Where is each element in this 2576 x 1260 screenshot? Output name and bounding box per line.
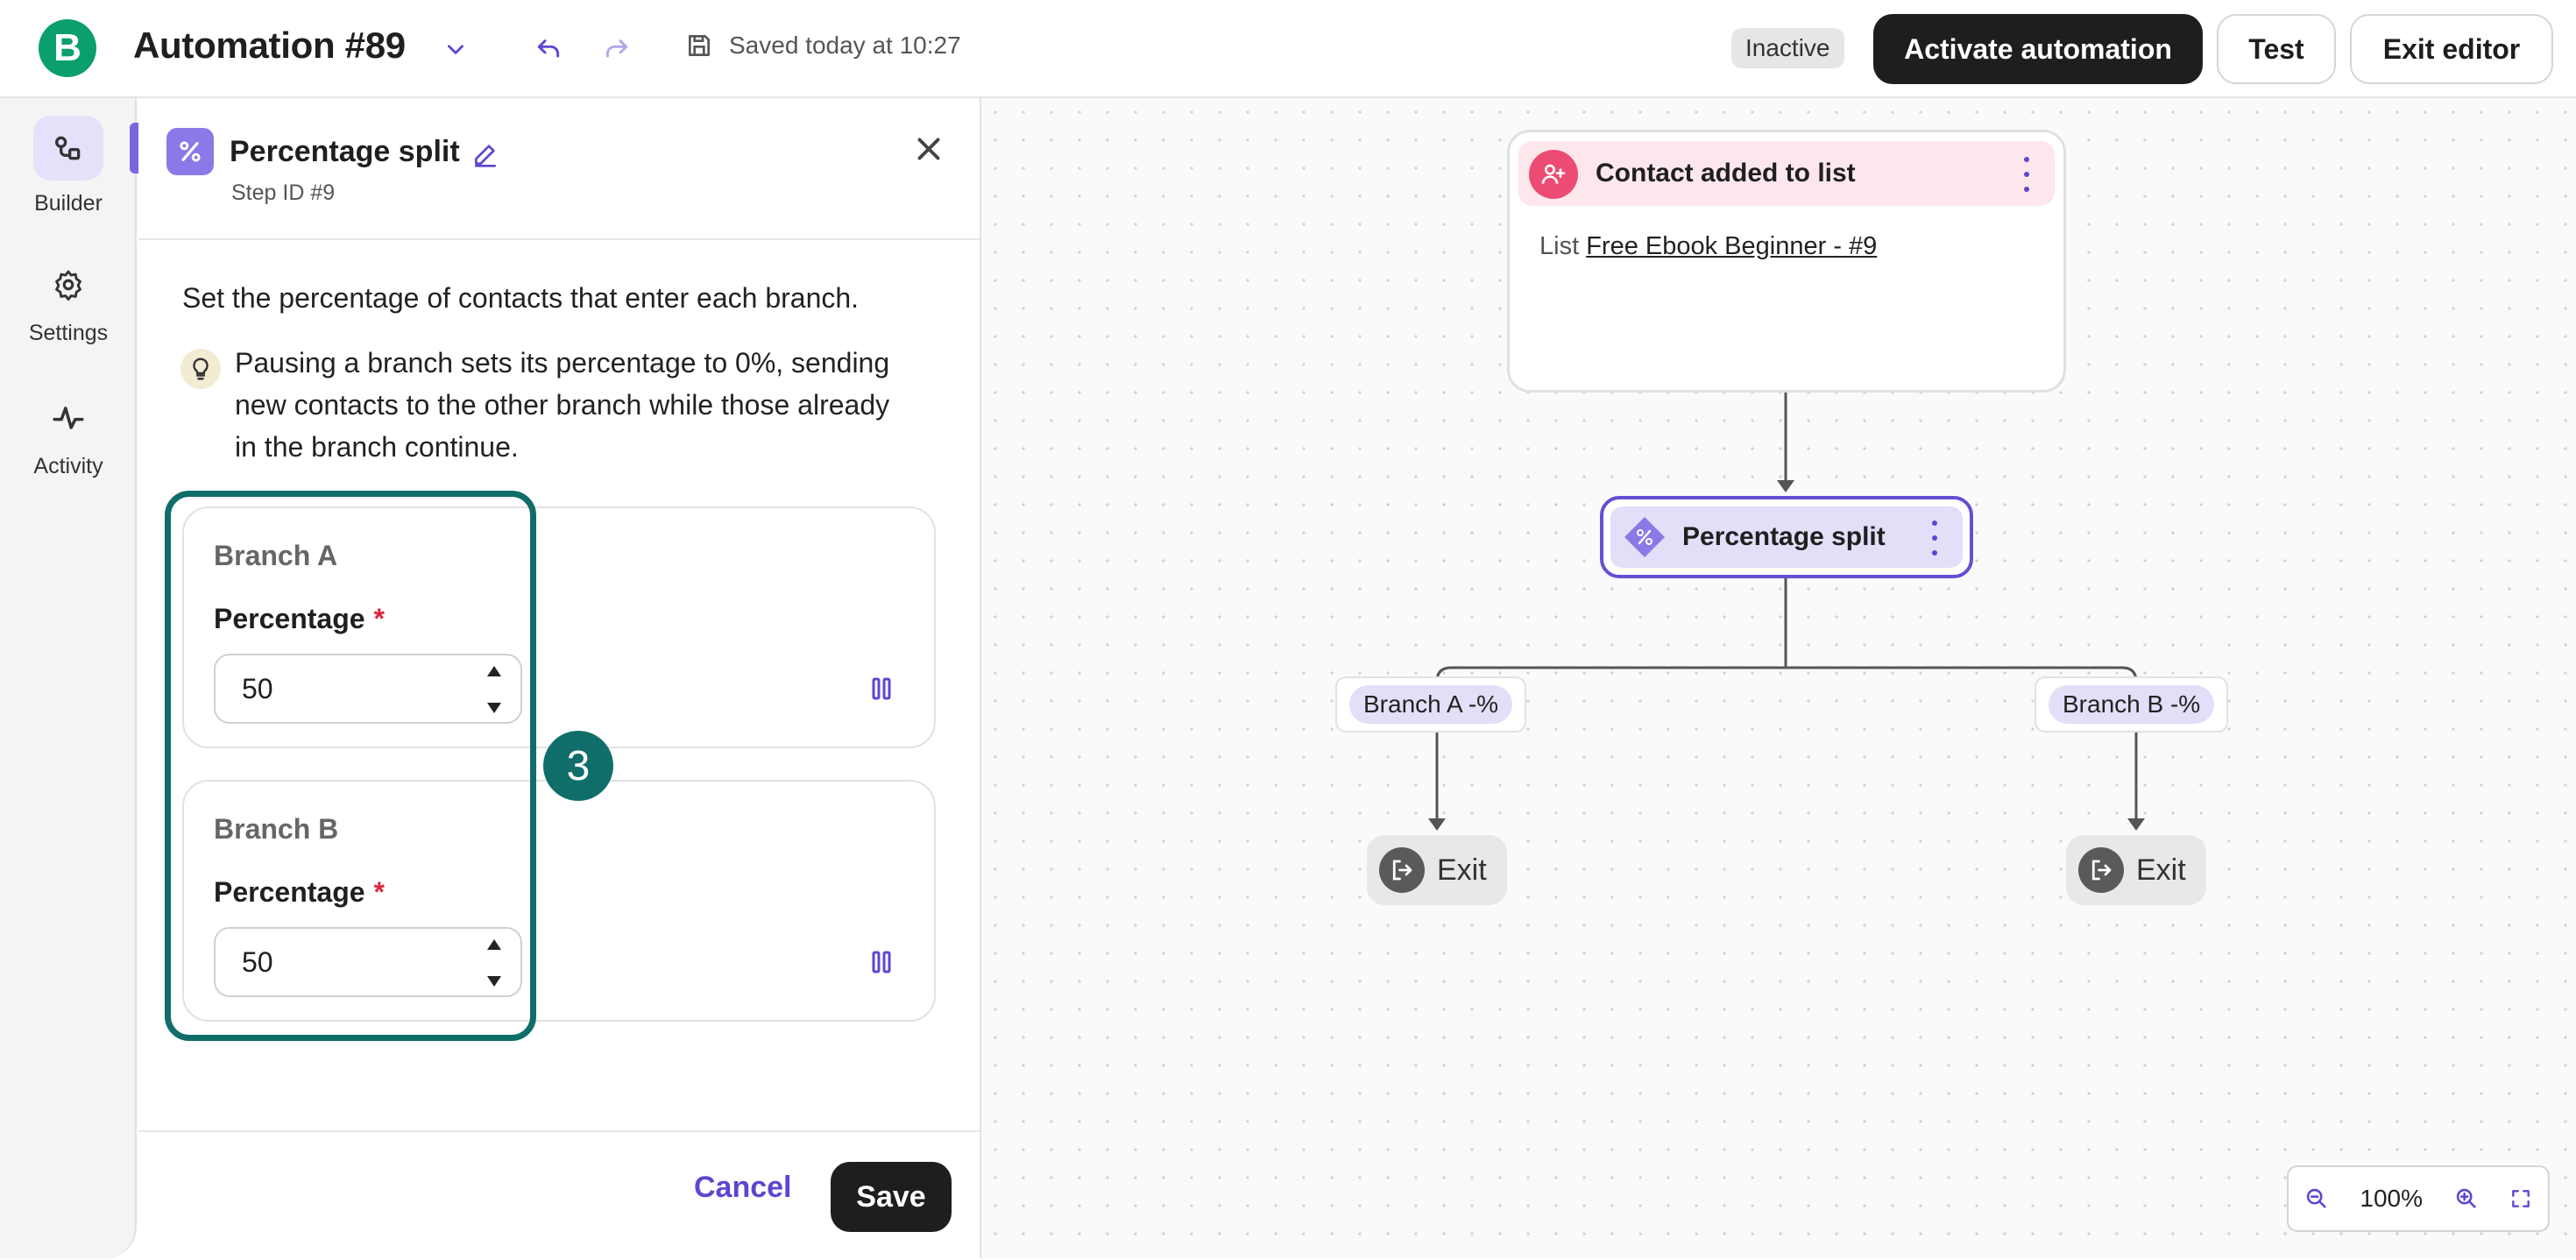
top-bar: B Automation #89 Saved today at 10:27 In…: [0, 0, 2576, 98]
branch-tag-label: Branch B -%: [2049, 685, 2215, 724]
percentage-value: 50: [242, 672, 273, 704]
branch-card-a: Branch A Percentage * 50: [182, 506, 936, 748]
lightbulb-icon: [180, 349, 221, 389]
split-node-body: Percentage split: [1610, 506, 1963, 568]
split-menu-icon[interactable]: [1926, 520, 1943, 556]
exit-node-a[interactable]: Exit: [1367, 835, 1507, 905]
pause-icon: [872, 677, 891, 700]
required-mark: *: [373, 603, 385, 634]
branch-card-b: Branch B Percentage* 50: [182, 780, 936, 1022]
chevron-down-icon: [448, 45, 464, 54]
trigger-list-line: List Free Ebook Beginner - #9: [1539, 232, 1877, 261]
branch-tag-label: Branch A -%: [1349, 685, 1513, 724]
exit-icon: [2078, 847, 2124, 893]
percentage-label-text: Percentage: [214, 603, 365, 634]
panel-header: Percentage split Step ID #9: [138, 98, 980, 240]
branch-tag-b[interactable]: Branch B -%: [2035, 676, 2229, 733]
percentage-input-a[interactable]: 50: [214, 654, 522, 724]
rail-item-settings[interactable]: Settings: [0, 252, 137, 346]
panel-title: Percentage split: [230, 135, 460, 168]
floppy-disk-icon: [689, 35, 710, 56]
list-prefix: List: [1539, 232, 1580, 260]
close-panel-button[interactable]: [906, 126, 952, 172]
gear-icon: [33, 252, 103, 317]
pause-tip: Pausing a branch sets its percentage to …: [180, 347, 916, 468]
zoom-level: 100%: [2360, 1185, 2424, 1212]
rail-label-builder: Builder: [34, 191, 103, 216]
save-button[interactable]: Save: [831, 1162, 952, 1232]
activate-automation-button[interactable]: Activate automation: [1873, 14, 2203, 84]
decrement-arrow-icon[interactable]: [485, 701, 503, 715]
step-id: Step ID #9: [231, 181, 336, 205]
panel-intro-text: Set the percentage of contacts that ente…: [182, 282, 860, 314]
left-rail: Builder Settings Activity: [0, 98, 138, 1258]
zoom-in-icon[interactable]: [2454, 1186, 2479, 1211]
rail-label-activity: Activity: [33, 454, 103, 478]
saved-text: Saved today at 10:27: [729, 32, 961, 59]
tip-text: Pausing a branch sets its percentage to …: [235, 347, 890, 463]
title-dropdown-button[interactable]: [438, 32, 473, 67]
panel-footer: Cancel Save: [138, 1130, 980, 1260]
percentage-label: Percentage*: [214, 876, 385, 909]
trigger-title: Contact added to list: [1596, 159, 1856, 188]
exit-icon: [1379, 847, 1425, 893]
close-icon: [917, 138, 940, 160]
percentage-diamond-icon: [1624, 517, 1665, 557]
decrement-arrow-icon[interactable]: [485, 974, 503, 988]
redo-button[interactable]: [598, 30, 636, 68]
exit-node-b[interactable]: Exit: [2066, 835, 2206, 905]
trigger-node-header: Contact added to list: [1518, 141, 2055, 206]
test-button[interactable]: Test: [2217, 14, 2336, 84]
trigger-menu-icon[interactable]: [2018, 157, 2035, 192]
edit-title-button[interactable]: [466, 135, 505, 173]
automation-title[interactable]: Automation #89: [133, 25, 406, 66]
step-settings-panel: Percentage split Step ID #9 Set the perc…: [138, 98, 981, 1258]
status-badge: Inactive: [1731, 28, 1844, 68]
builder-icon: [33, 116, 103, 181]
rail-label-settings: Settings: [28, 321, 109, 345]
number-stepper[interactable]: [482, 938, 506, 988]
percentage-split-node[interactable]: Percentage split: [1600, 496, 1973, 578]
split-node-title: Percentage split: [1682, 522, 1886, 551]
increment-arrow-icon[interactable]: [485, 664, 503, 678]
pause-icon: [872, 951, 891, 973]
required-mark: *: [373, 876, 385, 908]
increment-arrow-icon[interactable]: [485, 938, 503, 952]
rail-item-activity[interactable]: Activity: [0, 386, 137, 479]
percentage-label: Percentage *: [214, 603, 385, 635]
branch-name: Branch B: [214, 813, 339, 845]
trigger-node[interactable]: Contact added to list List Free Ebook Be…: [1507, 130, 2066, 393]
undo-icon: [537, 39, 560, 58]
percentage-icon: [166, 128, 214, 175]
percentage-value: 50: [242, 945, 273, 978]
number-stepper[interactable]: [482, 664, 506, 715]
rail-item-builder[interactable]: Builder: [0, 116, 137, 216]
pencil-icon: [475, 145, 496, 167]
exit-label: Exit: [2136, 853, 2186, 887]
branch-tag-a[interactable]: Branch A -%: [1335, 676, 1527, 733]
undo-button[interactable]: [529, 30, 568, 68]
brand-logo[interactable]: B: [39, 19, 96, 77]
save-status: Saved today at 10:27: [685, 32, 961, 60]
percentage-input-b[interactable]: 50: [214, 927, 522, 997]
pause-branch-a-button[interactable]: [864, 671, 899, 706]
pause-branch-b-button[interactable]: [864, 945, 899, 980]
zoom-controls: 100%: [2287, 1165, 2550, 1232]
tutorial-step-marker: 3: [543, 731, 613, 801]
zoom-out-icon[interactable]: [2304, 1186, 2329, 1211]
active-rail-marker: [130, 123, 138, 173]
list-link[interactable]: Free Ebook Beginner - #9: [1586, 232, 1878, 260]
branch-name: Branch A: [214, 540, 338, 571]
percentage-label-text: Percentage: [214, 876, 365, 908]
exit-editor-button[interactable]: Exit editor: [2350, 14, 2553, 84]
tutorial-highlight-box: [165, 491, 536, 1041]
exit-label: Exit: [1437, 853, 1487, 887]
add-user-icon: [1529, 150, 1578, 199]
activity-icon: [33, 386, 103, 450]
redo-icon: [605, 39, 628, 58]
fullscreen-icon[interactable]: [2509, 1187, 2532, 1210]
cancel-button[interactable]: Cancel: [694, 1171, 792, 1204]
